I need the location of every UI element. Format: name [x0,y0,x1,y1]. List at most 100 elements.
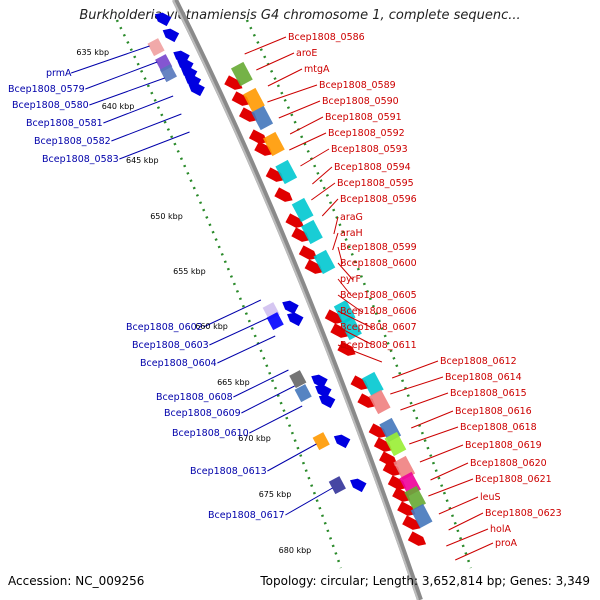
label-leader-line [455,542,494,561]
reverse-gene-box [289,370,307,389]
gene-label: Bcep1808_0609 [164,408,241,419]
label-leader-line [337,344,383,363]
gene-label: prmA [46,68,72,79]
label-leader-line [300,148,330,167]
gene-label: Bcep1808_0621 [475,474,552,485]
gene-label: Bcep1808_0619 [465,440,542,451]
gene-label: aroE [296,48,317,59]
label-leader-line [249,405,303,434]
forward-gene-arrow [324,309,344,324]
reverse-gene-arrow [162,28,180,43]
forward-gene-arrow [291,227,310,242]
gene-label: Bcep1808_0616 [455,406,532,417]
gene-label: Bcep1808_0610 [172,428,249,439]
gene-label: araG [340,212,363,223]
reverse-gene-arrow [188,82,205,97]
reverse-gene-arrow [154,12,172,27]
forward-gene-arrow [397,501,416,516]
gene-label: Bcep1808_0590 [322,96,399,107]
forward-gene-box [368,389,391,415]
gene-label: Bcep1808_0586 [288,32,365,43]
map-title: Burkholderia vietnamiensis G4 chromosome… [79,8,521,23]
forward-gene-arrow [407,531,427,546]
gene-label: holA [490,524,511,535]
forward-gene-box [404,485,427,511]
forward-gene-arrow [298,245,318,260]
label-leader-line [89,77,165,106]
gene-label: Bcep1808_0594 [334,162,411,173]
forward-gene-arrow [392,487,411,502]
label-leader-line [289,132,327,151]
reverse-gene-arrow [311,374,328,389]
gene-label: Bcep1808_0603 [132,340,209,351]
forward-gene-box [263,131,285,157]
reverse-gene-arrow [287,312,304,327]
forward-gene-box [301,219,323,245]
tick-label: 650 kbp [150,212,183,221]
label-leader-line [267,84,318,103]
label-leader-line [85,61,158,90]
tick-label: 655 kbp [173,267,206,276]
label-leader-line [337,294,363,313]
tick-label: 635 kbp [76,48,109,57]
tick-label: 665 kbp [217,378,250,387]
reverse-gene-arrow [333,434,351,449]
label-leader-line [217,335,276,364]
label-leader-line [400,392,449,411]
backbone-arc [172,0,423,600]
gene-label: Bcep1808_0580 [12,100,89,111]
forward-gene-arrow [368,423,387,438]
gene-label: Bcep1808_0591 [325,112,402,123]
gene-label: Bcep1808_0595 [337,178,414,189]
label-leader-line [321,198,339,217]
label-leader-line [312,166,333,185]
gene-label: Bcep1808_0581 [26,118,103,129]
gene-label: leuS [480,492,501,503]
feature-layer [147,12,433,546]
label-leader-line [337,246,343,265]
backbone-highlight [172,0,419,600]
label-leader-line [446,528,489,547]
gene-label: Bcep1808_0618 [460,422,537,433]
label-leader-line [337,262,354,281]
gene-label: Bcep1808_0612 [440,356,517,367]
label-leader-line [244,36,287,55]
label-leader-line [411,410,454,429]
label-leader-line [256,52,295,71]
backbone-layer [172,0,423,600]
forward-gene-box [361,371,384,397]
tick-label: 680 kbp [279,546,312,555]
label-leader-lines [71,36,494,561]
forward-gene-arrow [248,129,268,144]
forward-gene-arrow [379,451,398,466]
forward-gene-box [313,249,336,275]
gene-label: Bcep1808_0593 [331,144,408,155]
gene-label: Bcep1808_0602 [126,322,203,333]
gene-label: Bcep1808_0613 [190,466,267,477]
label-leader-line [241,385,295,414]
reverse-gene-box [266,312,284,331]
forward-gene-arrow [265,167,284,182]
forward-gene-arrow [373,437,393,452]
label-leader-line [203,299,262,328]
forward-gene-arrow [350,375,369,390]
accession-text: Accession: NC_009256 [8,574,145,588]
label-leader-line [111,113,182,142]
label-leader-line [267,68,303,87]
gene-label: Bcep1808_0620 [470,458,547,469]
reverse-gene-box [328,476,346,495]
label-leader-line [391,360,439,379]
reverse-gene-box [159,64,177,83]
gene-label: Bcep1808_0615 [450,388,527,399]
forward-gene-box [291,197,314,223]
reverse-gene-box [312,432,330,451]
forward-gene-box [340,315,362,341]
reverse-gene-arrow [350,478,367,493]
label-leader-line [233,369,289,398]
gene-label: Bcep1808_0607 [340,322,417,333]
forward-gene-arrow [254,141,273,156]
label-leader-line [337,326,372,345]
gene-label: Bcep1808_0623 [485,508,562,519]
